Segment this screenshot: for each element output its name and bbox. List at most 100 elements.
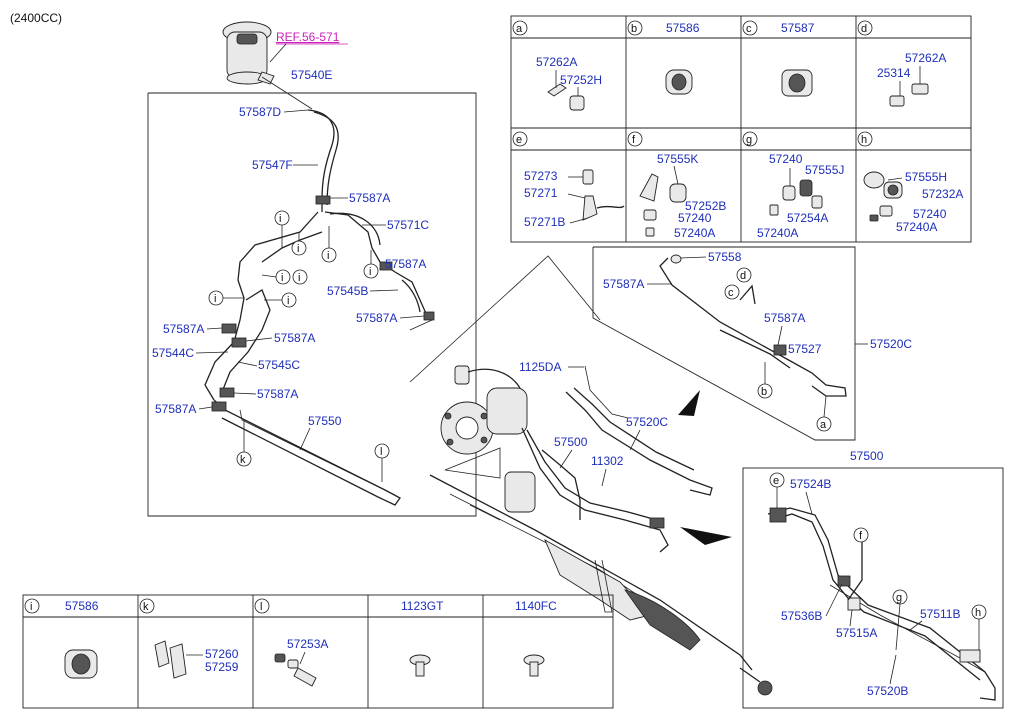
fitting-d-icon (889, 66, 929, 107)
left-assembly-box (147, 92, 477, 517)
hose-57520C-box (592, 246, 856, 441)
tt-g-part-1: 57240 (769, 152, 803, 166)
label-57536B: 57536B (781, 609, 822, 623)
label-57587A-4: 57587A (163, 322, 204, 336)
gear-zoom-triangle (444, 447, 501, 479)
bracket-f-icon (639, 165, 687, 237)
tt-g-part-4: 57240A (757, 226, 798, 240)
callout-i-8: i (369, 266, 371, 278)
arrow-to-57500 (680, 527, 732, 545)
tt-d-part-1: 57262A (905, 51, 946, 65)
label-57515A: 57515A (836, 626, 877, 640)
tt-f-part-4: 57240A (674, 226, 715, 240)
bt-letter-i: i (30, 601, 32, 613)
callout-i-3: i (327, 250, 329, 262)
steering-gear-illustration (429, 471, 773, 696)
label-57587D: 57587D (239, 105, 281, 119)
label-57544C: 57544C (152, 346, 194, 360)
tt-letter-a: a (516, 23, 523, 35)
label-57520C-1: 57520C (870, 337, 912, 351)
left-hoses (204, 109, 435, 506)
bt-letter-k: k (143, 601, 149, 613)
bt-header-1123GT: 1123GT (401, 599, 444, 613)
ref-link[interactable]: REF.56-571 (276, 30, 340, 44)
label-57547F: 57547F (252, 158, 293, 172)
label-57527: 57527 (788, 342, 822, 356)
callout-k: k (240, 454, 246, 466)
tt-letter-e: e (516, 134, 522, 146)
tt-letter-f: f (632, 134, 636, 146)
bolt-1140FC-icon (523, 654, 545, 677)
grommet-i-icon (64, 649, 98, 679)
pump-zoom-frame (409, 255, 601, 383)
bt-letter-l: l (260, 601, 262, 613)
tt-h-part-3: 57240 (913, 207, 947, 221)
bottom-parts-table (22, 594, 614, 709)
label-57587A-1: 57587A (349, 191, 390, 205)
tt-letter-d: d (861, 23, 867, 35)
label-57587A-2: 57587A (385, 257, 426, 271)
grommet-b-icon (665, 69, 693, 95)
label-57545B: 57545B (327, 284, 368, 298)
tt-f-part-3: 57240 (678, 211, 712, 225)
top-parts-table (510, 15, 972, 243)
label-57571C: 57571C (387, 218, 429, 232)
tt-letter-b: b (631, 23, 637, 35)
callout-e-1: e (773, 475, 779, 487)
tt-header-b: 57586 (666, 21, 700, 35)
callout-i-7: i (287, 295, 289, 307)
callout-h-1: h (975, 607, 981, 619)
reservoir-illustration (222, 21, 275, 85)
label-57545C: 57545C (258, 358, 300, 372)
label-57587A-8: 57587A (603, 277, 644, 291)
hose-57500 (767, 507, 996, 701)
tt-e-part-3: 57271B (524, 215, 565, 229)
label-57587A-6: 57587A (257, 387, 298, 401)
callout-i-5: i (298, 272, 300, 284)
callout-c-1: c (728, 287, 734, 299)
callout-i-2: i (297, 243, 299, 255)
label-57500-1: 57500 (554, 435, 588, 449)
tt-a-part-1: 57262A (536, 55, 577, 69)
bracket-e-icon (567, 169, 625, 224)
tt-header-c: 57587 (781, 21, 815, 35)
callout-a-1: a (820, 419, 827, 431)
clip-l-icon (274, 651, 317, 687)
tt-e-part-1: 57273 (524, 169, 558, 183)
label-57540E: 57540E (291, 68, 332, 82)
bt-k-part-1: 57260 (205, 647, 239, 661)
callout-f-1: f (859, 530, 863, 542)
tt-h-part-4: 57240A (896, 220, 937, 234)
label-57500-2: 57500 (850, 449, 884, 463)
bt-header-i: 57586 (65, 599, 99, 613)
pump-illustration (440, 365, 528, 455)
tt-g-part-2: 57555J (805, 163, 844, 177)
callout-i-6: i (214, 293, 216, 305)
tt-a-part-2: 57252H (560, 73, 602, 87)
hose-57520C (659, 254, 847, 397)
callout-l: l (380, 446, 382, 458)
bt-header-1140FC: 1140FC (515, 599, 557, 613)
engine-label: (2400CC) (10, 11, 62, 25)
hose-57500-box (742, 467, 1004, 709)
label-57587A-5: 57587A (274, 331, 315, 345)
label-57587A-9: 57587A (764, 311, 805, 325)
callout-i-4: i (281, 272, 283, 284)
tt-letter-g: g (746, 134, 752, 146)
pressure-lines (521, 365, 713, 553)
label-57587A-3: 57587A (356, 311, 397, 325)
tt-g-part-3: 57254A (787, 211, 828, 225)
label-57558: 57558 (708, 250, 742, 264)
grommet-h-icon (863, 171, 903, 222)
tt-letter-h: h (861, 134, 867, 146)
ref-leader (269, 43, 287, 63)
clip-a-icon (547, 70, 585, 111)
clamp-c-icon (781, 69, 813, 97)
callout-i-1: i (279, 213, 281, 225)
label-57520C-2: 57520C (626, 415, 668, 429)
tt-e-part-2: 57271 (524, 186, 558, 200)
tt-h-part-2: 57232A (922, 187, 963, 201)
tt-d-part-2: 25314 (877, 66, 911, 80)
bracket-k-icon (154, 640, 203, 679)
